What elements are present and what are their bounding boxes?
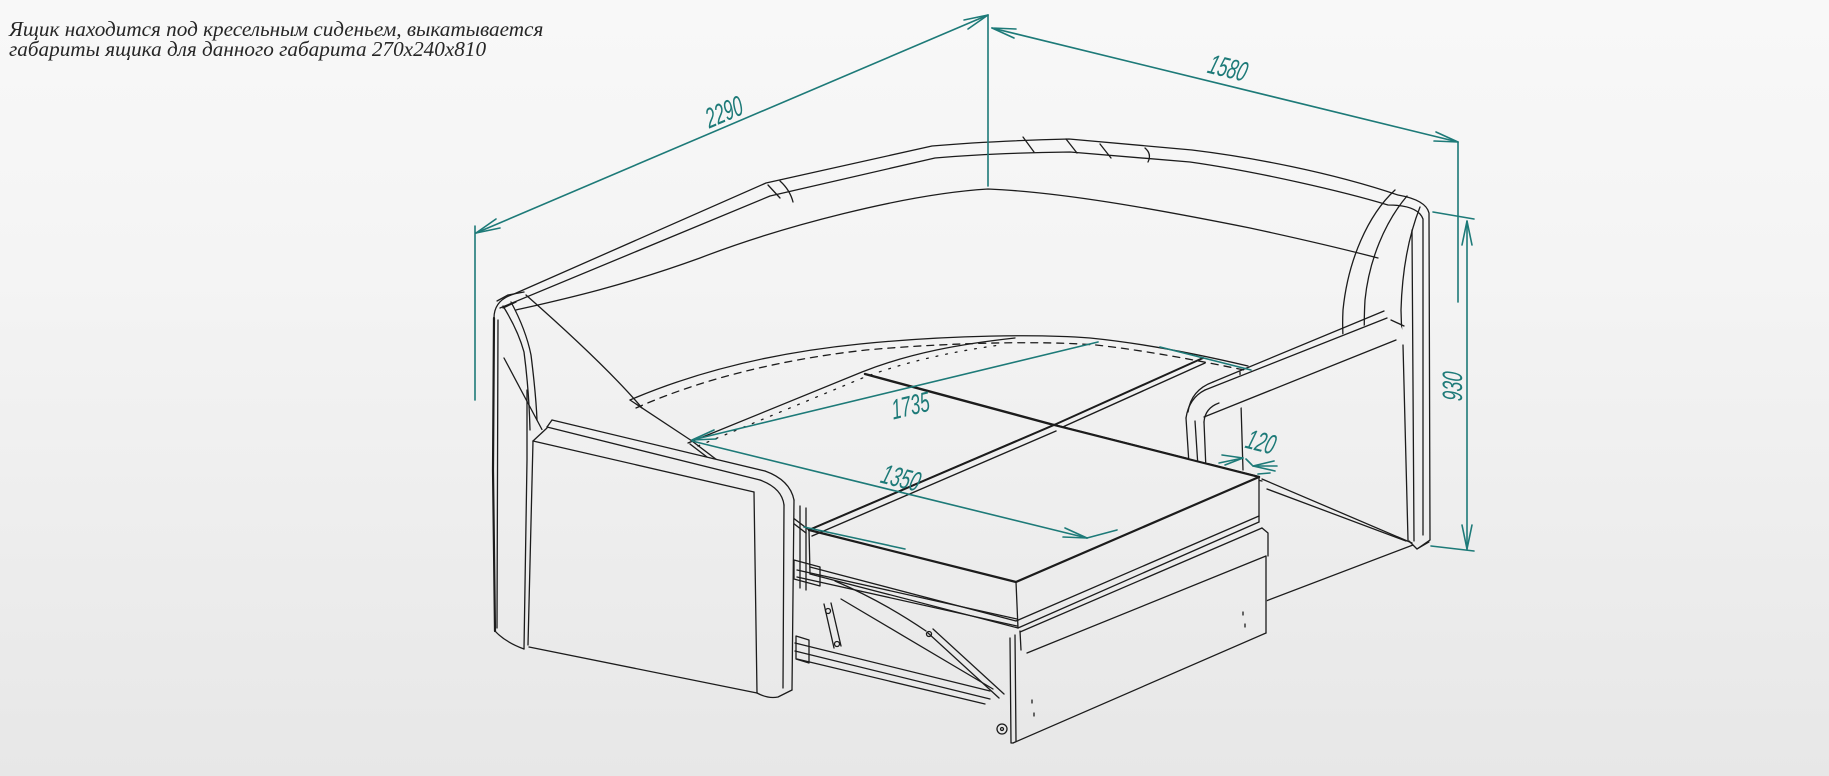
- svg-text:120: 120: [1242, 424, 1280, 461]
- svg-text:930: 930: [1437, 370, 1468, 402]
- svg-text:2290: 2290: [701, 89, 747, 134]
